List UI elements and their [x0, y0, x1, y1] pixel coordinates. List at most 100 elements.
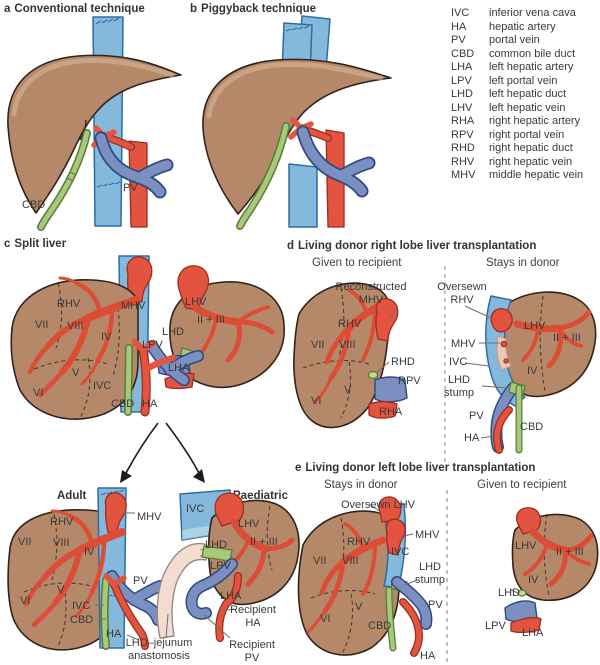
leader-lines-left	[368, 503, 418, 586]
label-lhv: LHV	[185, 296, 207, 308]
panel-b-letter: b	[190, 3, 198, 15]
label-adult: Adult	[57, 490, 87, 502]
common-bile-duct	[37, 129, 91, 231]
lha-stump	[510, 616, 542, 634]
hepatic-artery	[493, 406, 513, 454]
panel-c-letter: c	[4, 238, 11, 250]
segment-line	[539, 295, 546, 393]
mhv-opening	[500, 340, 508, 348]
label-cbd: CBD	[70, 614, 94, 626]
ivc-suture-marks	[95, 17, 121, 188]
label-pv: PV	[133, 575, 148, 587]
portal-vein	[94, 131, 174, 199]
label-seg8: VIII	[339, 339, 356, 351]
rha-stump	[368, 401, 398, 419]
oversewn-lhv-stump	[378, 496, 402, 523]
label-seg8: VIII	[342, 555, 359, 567]
panel-a-letter: a	[4, 3, 11, 15]
label-ha: HA	[420, 650, 436, 662]
label-seg23: II + III	[556, 546, 584, 558]
rhv-tree	[23, 509, 126, 628]
label-mhv: MHV	[137, 511, 162, 523]
label-seg23: II + III	[250, 536, 278, 548]
segment-line	[266, 505, 273, 571]
lhv-tree	[523, 528, 594, 587]
label-lhd-stump: LHD stump	[444, 374, 474, 399]
label-seg6: VI	[33, 387, 44, 399]
hepatic-artery	[131, 338, 177, 417]
label-rhv: RHV	[50, 516, 74, 528]
oversewn-rhv-stump	[490, 308, 513, 333]
liver-highlight	[11, 58, 175, 117]
label-seg5: V	[355, 601, 363, 613]
label-reconstructed-mhv: Reconstructed MHV	[335, 281, 407, 306]
label-seg4: IV	[527, 365, 538, 377]
lhv-tree	[192, 304, 275, 363]
label-lpv: LPV	[210, 560, 231, 572]
label-ha: HA	[106, 628, 122, 640]
label-oversewn-lhv: Oversewn LHV	[341, 499, 415, 511]
split-arrows	[120, 422, 205, 483]
rpv-stump	[374, 376, 408, 403]
lhv-tree	[222, 518, 295, 587]
label-seg7: VII	[313, 555, 327, 567]
label-cbd: CBD	[520, 421, 544, 433]
mhv-stump	[104, 492, 127, 535]
label-mhv: MHV	[415, 529, 440, 541]
panel-c-split-illustration	[10, 255, 285, 420]
panel-e-letter: e	[295, 462, 302, 474]
label-seg4: IV	[101, 331, 112, 343]
ivc-vessel	[92, 16, 124, 227]
panel-d-recipient-header: Given to recipient	[312, 257, 402, 269]
label-lha: LHA	[522, 627, 544, 639]
label-seg8: VIII	[67, 320, 84, 332]
hepatic-artery	[399, 598, 423, 657]
label-lha: LHA	[168, 362, 190, 374]
leader-lines-left	[376, 305, 399, 373]
panel-d-illustration	[293, 266, 597, 462]
label-seg8: VIII	[53, 537, 70, 549]
label-ivc: IVC	[391, 546, 410, 558]
ivc-suture-marks	[285, 25, 310, 32]
segment-lines	[310, 517, 376, 653]
common-bile-duct	[236, 122, 290, 230]
label-lhd-jejunum-anastomosis: LHD–jejunum anastomosis	[125, 637, 193, 662]
ivc-lower	[288, 163, 318, 228]
label-rhv: RHV	[347, 536, 371, 548]
label-seg5: V	[72, 367, 80, 379]
common-bile-duct	[385, 586, 397, 652]
portal-vein	[391, 576, 433, 630]
label-ha: HA	[142, 398, 158, 410]
label-lhd: LHD	[498, 587, 521, 599]
segment-line	[543, 513, 550, 597]
label-lhd: LHD	[205, 539, 228, 551]
leader-lines-right	[464, 305, 508, 439]
reconstructed-mhv	[375, 298, 399, 342]
mhv-stump	[385, 518, 406, 556]
rhv-tree	[27, 276, 140, 398]
label-lha: LHA	[220, 590, 242, 602]
label-ivc: IVC	[449, 356, 468, 368]
label-seg4: IV	[84, 546, 95, 558]
label-lhv: LHV	[238, 518, 260, 530]
label-cbd: CBD	[22, 199, 46, 211]
common-bile-duct	[124, 344, 133, 416]
label-lhv: LHV	[524, 320, 546, 332]
ivc-opening	[503, 358, 509, 364]
segment-lines	[27, 282, 120, 419]
segment-lines	[23, 513, 99, 647]
label-rpv: RPV	[398, 375, 421, 387]
leader-line-lhd	[510, 589, 519, 594]
